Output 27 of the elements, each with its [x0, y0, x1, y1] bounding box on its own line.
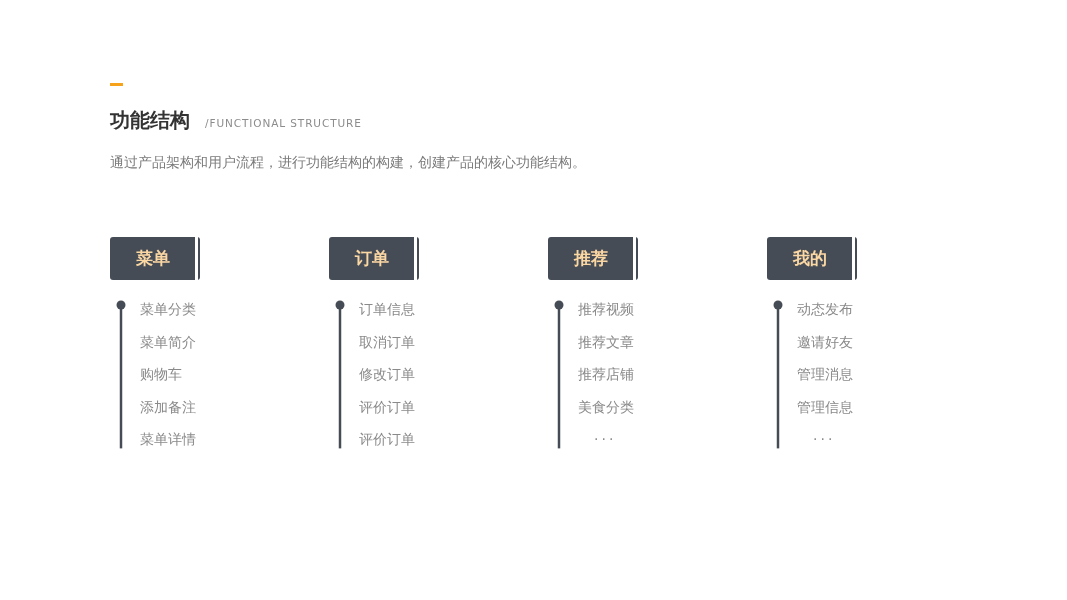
- list-item: 评价订单: [359, 397, 415, 417]
- category-header: 我的: [767, 237, 857, 280]
- list-item: 菜单简介: [140, 332, 196, 352]
- description-text: 通过产品架构和用户流程，进行功能结构的构建，创建产品的核心功能结构。: [110, 153, 586, 172]
- list-item: 菜单分类: [140, 300, 196, 319]
- list-item: 推荐视频: [578, 300, 634, 319]
- list-item: 管理信息: [797, 397, 853, 417]
- list-item: 推荐文章: [578, 332, 634, 352]
- list-item: 购物车: [140, 365, 182, 385]
- list-item: 菜单详情: [140, 430, 196, 450]
- list-item: 推荐店铺: [578, 365, 634, 385]
- ellipsis-mark: ···: [813, 430, 836, 450]
- list-item: 取消订单: [359, 332, 415, 352]
- ellipsis-mark: ···: [594, 430, 617, 450]
- category-header: 推荐: [548, 237, 638, 280]
- category-header: 菜单: [110, 237, 200, 280]
- list-item: 添加备注: [140, 397, 196, 417]
- english-subtitle: /FUNCTIONAL STRUCTURE: [205, 116, 362, 130]
- list-item: 美食分类: [578, 397, 634, 417]
- category-header: 订单: [329, 237, 419, 280]
- list-item: 邀请好友: [797, 332, 853, 352]
- list-item: 动态发布: [797, 300, 853, 319]
- list-item: 修改订单: [359, 365, 415, 385]
- list-item: 评价订单: [359, 430, 415, 450]
- page-title: 功能结构: [110, 107, 190, 133]
- list-item: 订单信息: [359, 300, 415, 319]
- list-item: 管理消息: [797, 365, 853, 385]
